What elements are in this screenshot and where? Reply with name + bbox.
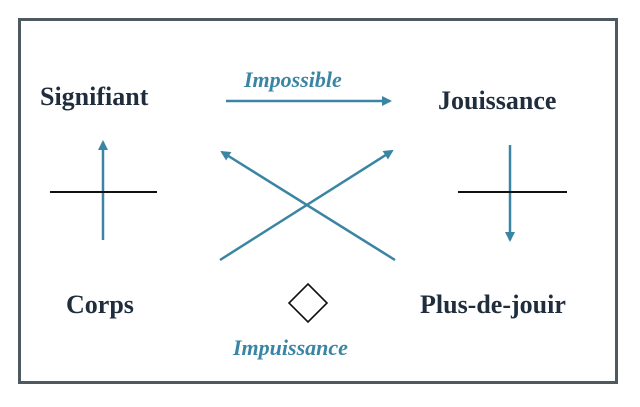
term-signifiant: Signifiant [40,82,149,111]
term-corps: Corps [66,290,134,319]
relation-impossible: Impossible [244,67,342,92]
term-jouissance: Jouissance [438,86,557,115]
diagonal-arrow-up-left [220,150,396,262]
diagram-frame [18,18,618,384]
lozenge-icon [287,282,329,324]
term-plus-de-jouir: Plus-de-jouir [420,290,566,319]
relation-impuissance: Impuissance [233,335,348,360]
